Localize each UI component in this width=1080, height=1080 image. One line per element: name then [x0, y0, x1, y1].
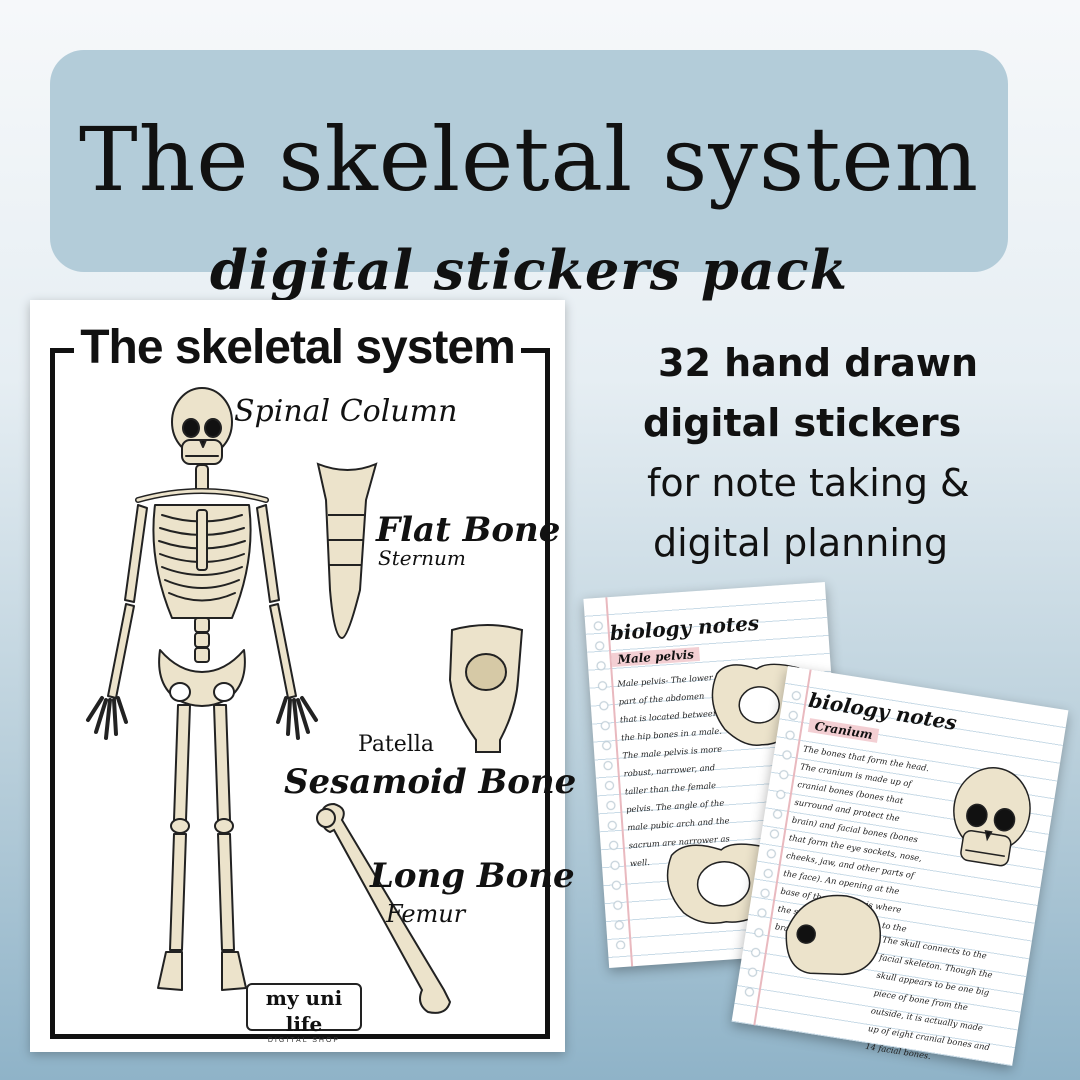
- logo-main-text: my uni life: [265, 986, 343, 1036]
- label-long-bone: Long Bone: [370, 856, 575, 896]
- note-page-cranium: biology notes Cranium The bones that for…: [731, 666, 1069, 1066]
- logo-sub-text: DIGITAL SHOP: [267, 1037, 341, 1044]
- feature-line-4: digital planning: [653, 521, 949, 565]
- feature-line-2: digital stickers: [643, 401, 962, 445]
- header-banner: The skeletal system digital stickers pac…: [50, 50, 1008, 302]
- skeleton-illustration: [86, 387, 524, 1014]
- skull-illustration: [785, 767, 1031, 976]
- poster-title: The skeletal system: [30, 320, 565, 375]
- title-rule-right: [515, 348, 545, 353]
- banner-title: The skeletal system: [78, 108, 980, 211]
- poster-frame: [50, 348, 550, 1039]
- shop-logo: my uni life DIGITAL SHOP: [246, 983, 362, 1044]
- title-rule-left: [50, 348, 80, 353]
- feature-line-3: for note taking &: [647, 461, 970, 505]
- banner-subtitle: digital stickers pack: [210, 238, 848, 302]
- skeleton-poster: The skeletal system: [30, 300, 576, 1052]
- label-patella: Patella: [358, 732, 434, 757]
- label-spinal-column: Spinal Column: [234, 394, 458, 429]
- label-sesamoid-bone: Sesamoid Bone: [284, 762, 577, 802]
- label-femur: Femur: [386, 900, 466, 928]
- feature-line-1: 32 hand drawn: [658, 341, 979, 385]
- label-flat-bone: Flat Bone: [376, 510, 561, 550]
- label-sternum: Sternum: [378, 546, 466, 570]
